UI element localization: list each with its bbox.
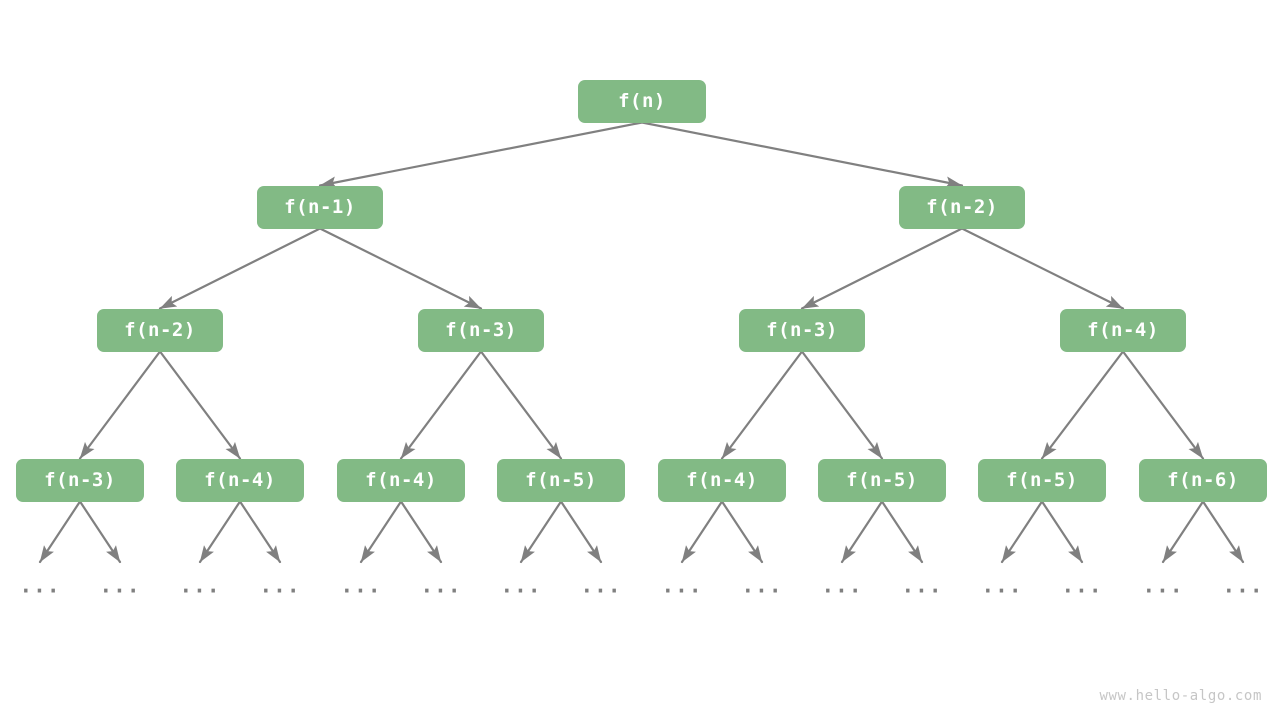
ellipsis-marker: ... [1222,573,1264,598]
tree-edge-n0-n2 [640,121,964,189]
ellipsis-marker: ... [259,573,301,598]
tree-node-n12[interactable]: f(n-5) [818,458,946,502]
tree-node-n14[interactable]: f(n-6) [1139,458,1267,502]
leaf-stub-edge-n14-left [1161,500,1205,564]
leaf-stub-edge-n12-left [840,500,884,564]
ellipsis-marker: ... [661,573,703,598]
tree-edge-n6-n13 [1040,350,1125,460]
tree-node-label: f(n-4) [204,468,276,491]
tree-node-label: f(n-1) [284,195,356,218]
tree-node-n6[interactable]: f(n-4) [1060,308,1186,352]
tree-node-n4[interactable]: f(n-3) [418,308,544,352]
leaf-stub-edge-n10-right [559,500,603,564]
tree-node-n11[interactable]: f(n-4) [658,458,786,502]
ellipsis-marker: ... [340,573,382,598]
leaf-stub-edge-n13-left [1000,500,1044,564]
leaf-stub-edge-n10-left [519,500,563,564]
ellipsis-marker: ... [19,573,61,598]
watermark: www.hello-algo.com [1099,688,1262,704]
tree-node-n7[interactable]: f(n-3) [16,458,144,502]
ellipsis-marker: ... [1061,573,1103,598]
tree-node-label: f(n-3) [766,318,838,341]
leaf-stub-edge-n7-left [38,500,82,564]
tree-edge-n2-n5 [800,227,964,310]
tree-edges [78,121,1205,460]
ellipsis-marker: ... [741,573,783,598]
tree-edge-n4-n9 [399,350,483,460]
tree-node-n5[interactable]: f(n-3) [739,308,865,352]
tree-node-label: f(n-4) [686,468,758,491]
tree-edge-n1-n4 [318,227,483,310]
ellipsis-marker: ... [179,573,221,598]
leaf-stub-edge-n7-right [78,500,122,564]
leaf-stub-edge-n14-right [1201,500,1245,564]
leaf-stub-edge-n8-right [238,500,282,564]
tree-node-label: f(n-2) [926,195,998,218]
tree-node-label: f(n) [618,89,666,112]
tree-edge-n6-n14 [1121,350,1205,460]
ellipsis-marker: ... [821,573,863,598]
ellipsis-marker: ... [420,573,462,598]
tree-node-label: f(n-4) [365,468,437,491]
ellipsis-marker: ... [99,573,141,598]
tree-node-label: f(n-5) [1006,468,1078,491]
tree-edge-n5-n11 [720,350,804,460]
tree-edge-n1-n3 [158,227,322,310]
tree-node-label: f(n-5) [525,468,597,491]
leaf-stub-edge-n9-right [399,500,443,564]
ellipsis-marker: ... [981,573,1023,598]
ellipsis-marker: ... [901,573,943,598]
leaf-stub-edge-n8-left [198,500,242,564]
tree-edge-n4-n10 [479,350,563,460]
tree-node-label: f(n-3) [445,318,517,341]
ellipsis-marker: ... [500,573,542,598]
tree-node-label: f(n-4) [1087,318,1159,341]
tree-edge-n5-n12 [800,350,884,460]
ellipsis-marker: ... [1142,573,1184,598]
leaf-stub-edge-n9-left [359,500,403,564]
tree-node-n13[interactable]: f(n-5) [978,458,1106,502]
leaf-stub-edges [38,500,1245,564]
tree-node-n10[interactable]: f(n-5) [497,458,625,502]
tree-node-n3[interactable]: f(n-2) [97,308,223,352]
tree-edge-n3-n7 [78,350,162,460]
tree-node-n0[interactable]: f(n) [578,79,706,123]
tree-node-label: f(n-6) [1167,468,1239,491]
tree-node-label: f(n-2) [124,318,196,341]
tree-node-label: f(n-3) [44,468,116,491]
tree-edge-n3-n8 [158,350,242,460]
tree-node-n8[interactable]: f(n-4) [176,458,304,502]
tree-node-n9[interactable]: f(n-4) [337,458,465,502]
tree-node-label: f(n-5) [846,468,918,491]
tree-edge-n0-n1 [318,121,644,189]
ellipsis-marker: ... [580,573,622,598]
tree-node-n1[interactable]: f(n-1) [257,185,383,229]
leaf-stub-edge-n13-right [1040,500,1084,564]
leaf-stub-edge-n12-right [880,500,924,564]
tree-edge-n2-n6 [960,227,1125,310]
tree-node-n2[interactable]: f(n-2) [899,185,1025,229]
leaf-stub-edge-n11-left [680,500,724,564]
leaf-stub-edge-n11-right [720,500,764,564]
